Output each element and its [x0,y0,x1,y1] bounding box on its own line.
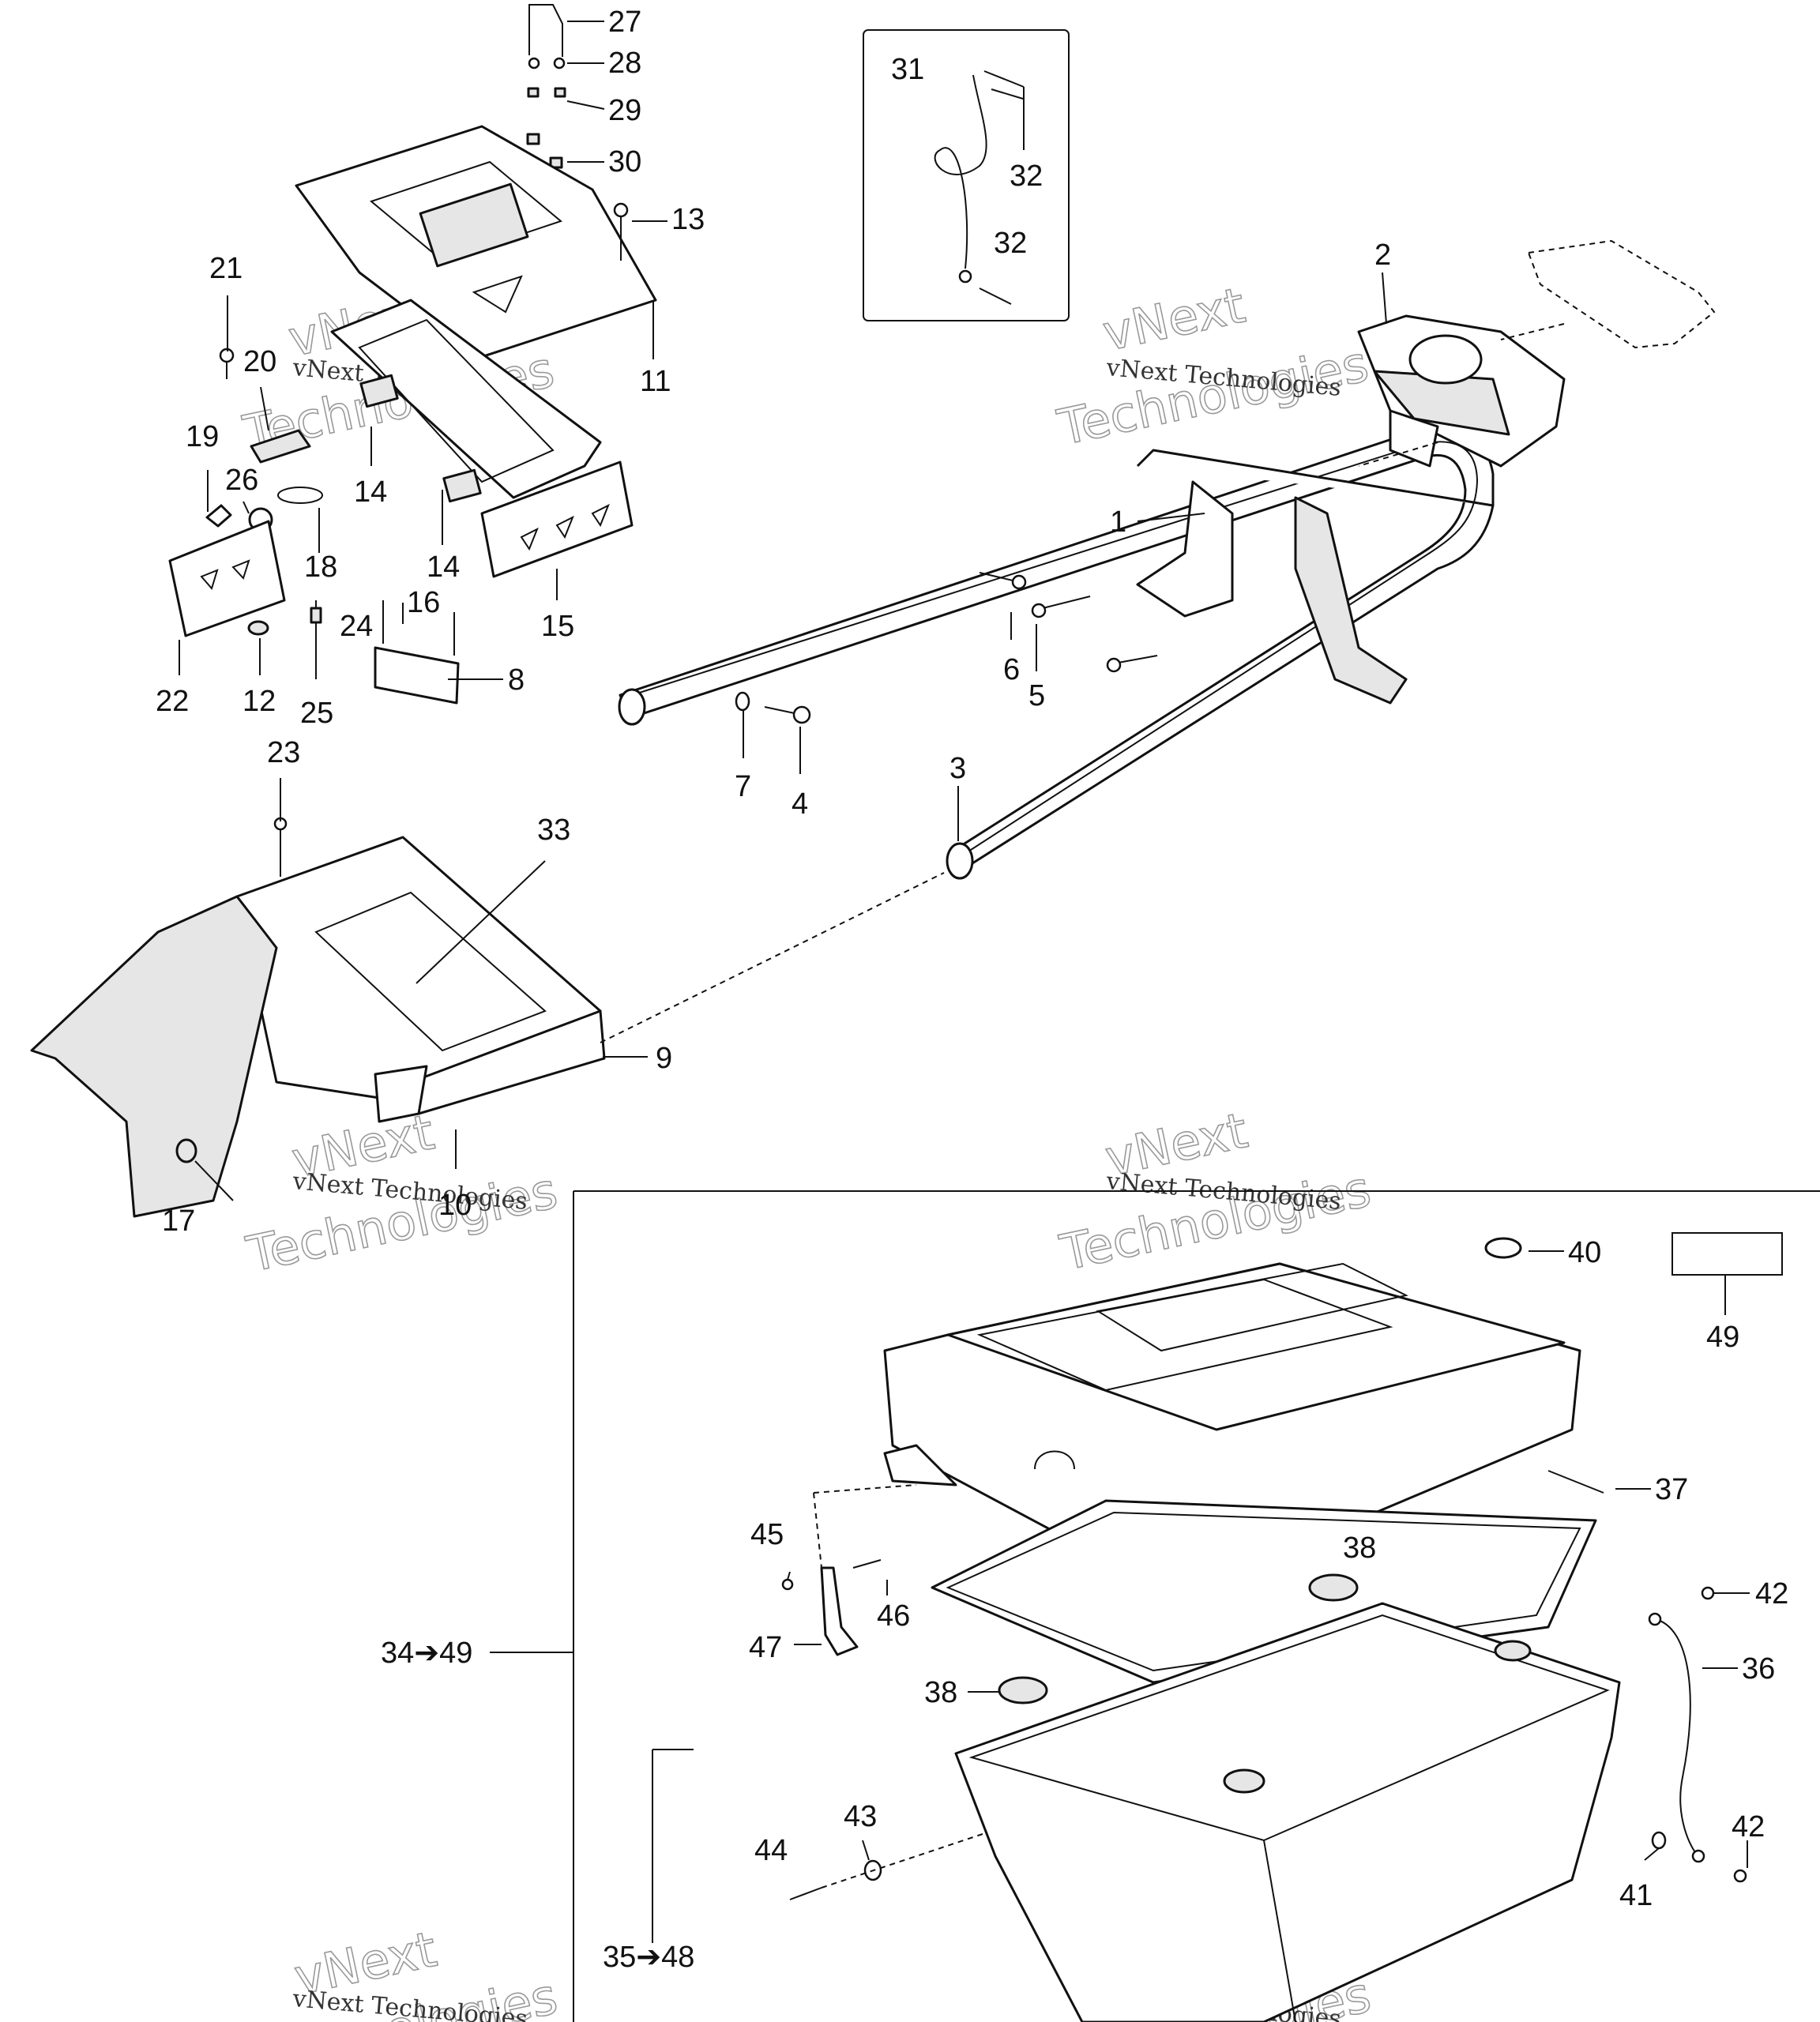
label-box-49 [1671,1232,1783,1276]
callout-14-upper: 14 [354,475,387,509]
washer-7 [735,691,750,712]
base-tub [954,1602,1621,2022]
screw-13 [613,202,629,261]
fender-tray-9 [30,836,606,1218]
cable-36 [1648,1612,1705,1863]
callout-13: 13 [671,203,705,236]
watermark-top-right: vNext Technologies [1052,276,1374,457]
callout-8: 8 [508,663,525,697]
screw-23 [273,817,288,877]
plate-11 [295,125,657,361]
bolt-5 [1031,596,1091,618]
support-bracket-1 [1136,480,1408,705]
leader-9-dash [600,872,945,1043]
callout-47: 47 [749,1631,782,1664]
watermark-line2: vNext [1098,276,1250,363]
callout-30: 30 [608,145,641,179]
bolt-6 [979,572,1027,590]
callout-34-49: 34➔49 [381,1637,472,1670]
clip-19 [205,504,232,528]
callout-23: 23 [267,736,300,769]
callout-15: 15 [541,610,574,643]
callout-43: 43 [844,1800,877,1833]
bushing-12 [247,620,269,636]
hardware-41-42 [1651,1586,1747,1883]
hardware-43-44 [789,1832,988,1900]
callout-42-lower: 42 [1732,1810,1765,1843]
callout-21: 21 [209,252,243,285]
pad-40 [1484,1237,1522,1259]
callout-7: 7 [735,770,751,803]
callout-46: 46 [877,1599,910,1633]
group-bracket-34-49 [573,1190,1820,2022]
stud-27 [528,4,563,57]
spring-18 [277,487,323,504]
callout-5: 5 [1028,679,1045,712]
callout-35-48: 35➔48 [603,1941,694,1974]
callout-22: 22 [156,685,189,718]
callout-31: 31 [891,53,924,86]
pad-38-lower [998,1676,1048,1704]
callout-40: 40 [1568,1236,1601,1269]
callout-28: 28 [608,47,641,80]
plate-8 [374,600,460,705]
callout-10: 10 [438,1189,472,1222]
callout-26: 26 [225,464,258,497]
pin-37 [1547,1470,1604,1494]
callout-14-lower: 14 [427,551,460,584]
callout-45: 45 [750,1518,784,1551]
callout-27: 27 [608,6,641,39]
bolt-4 [764,705,811,724]
leader-lines [179,21,1750,1943]
plate-15 [480,460,634,578]
callout-29: 29 [608,94,641,127]
callout-11: 11 [640,365,671,398]
pad-20 [250,429,311,464]
callout-1: 1 [1110,506,1126,539]
callout-3: 3 [949,752,966,785]
light-housing-2 [1357,314,1566,468]
bolt-extra [1106,655,1158,673]
callout-16: 16 [407,586,440,619]
callout-42-upper: 42 [1755,1577,1788,1610]
callout-9: 9 [656,1042,672,1075]
callout-44: 44 [754,1834,788,1867]
callout-2: 2 [1374,239,1391,272]
callout-24: 24 [340,610,373,643]
bracket-14 [330,299,602,503]
callout-32-upper: 32 [1010,160,1043,193]
pad-38-upper [1308,1573,1359,1602]
callout-25: 25 [300,697,333,730]
latch-47 [781,1559,882,1656]
lid [883,1262,1581,1581]
bracket-22 [168,520,286,637]
callouts: 27 28 29 30 13 11 21 20 19 26 18 22 12 2… [156,6,1788,1974]
callout-17: 17 [162,1205,195,1238]
dashed-latch-line [813,1484,917,1569]
screw-21 [219,348,235,379]
callout-4: 4 [792,787,808,821]
callout-20: 20 [243,345,276,378]
bolt-24-25 [310,600,322,679]
callout-38-lower: 38 [924,1676,957,1709]
callout-33: 33 [537,814,570,847]
callout-37: 37 [1655,1473,1688,1506]
callout-6: 6 [1003,653,1020,686]
callout-19: 19 [186,420,219,453]
callout-49: 49 [1706,1321,1739,1354]
callout-12: 12 [243,685,276,718]
callout-38-upper: 38 [1343,1532,1376,1565]
inset-tether-box [863,29,1070,321]
taillight-ghost [1358,239,1716,467]
hardware-28-30 [526,57,566,169]
callout-32-lower: 32 [994,227,1027,260]
callout-41: 41 [1619,1879,1653,1912]
callout-18: 18 [304,551,337,584]
callout-36: 36 [1742,1652,1775,1686]
bumper-17 [175,1138,197,1163]
